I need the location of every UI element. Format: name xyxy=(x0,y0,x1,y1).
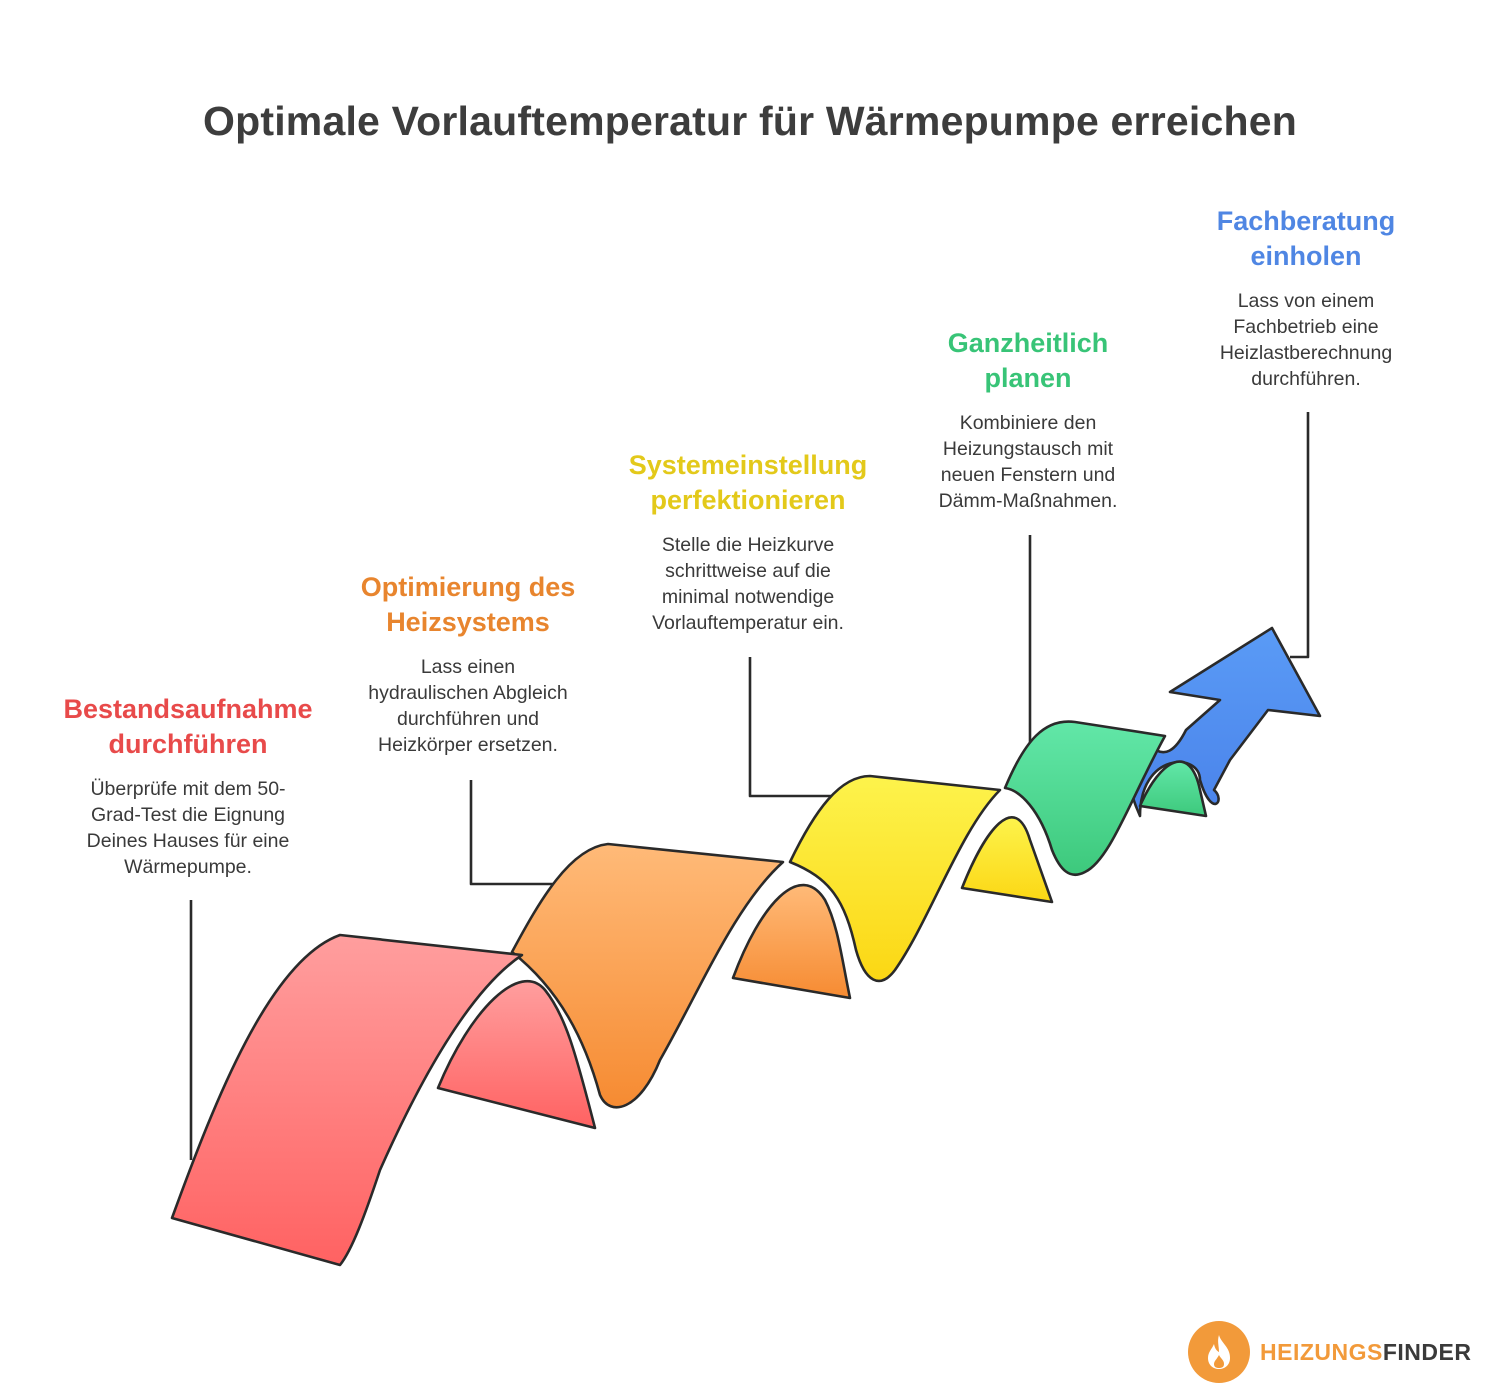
step-3-description: Stelle die Heizkurve schrittweise auf di… xyxy=(652,534,844,634)
step-1-tail xyxy=(436,979,597,1130)
step-3-ribbon xyxy=(788,774,1002,983)
step-5-description: Lass von einem Fachbetrieb eine Heizlast… xyxy=(1219,290,1393,390)
step-3-title: Systemeinstellung perfektionieren xyxy=(628,450,868,515)
flame-icon xyxy=(1188,1321,1250,1383)
step-1-ribbon xyxy=(170,933,524,1267)
step-3-tail xyxy=(960,816,1054,904)
connector-line-2 xyxy=(469,780,560,886)
step-1-description: Überprüfe mit dem 50- Grad-Test die Eign… xyxy=(86,778,290,878)
step-4-title: Ganzheitlich planen xyxy=(947,328,1109,393)
step-1-title: Bestandsaufnahme durchführen xyxy=(63,694,313,759)
connector-line-3 xyxy=(748,657,832,798)
step-4-tail xyxy=(1138,760,1208,818)
connector-line-5 xyxy=(1290,412,1310,659)
step-4-ribbon xyxy=(1003,720,1167,877)
step-2-description: Lass einen hydraulischen Abgleich durchf… xyxy=(368,656,568,756)
logo-text-part2: FINDER xyxy=(1382,1338,1472,1365)
step-5-title: Fachberatung einholen xyxy=(1216,206,1396,271)
step-2: Optimierung des Heizsystems Lass einen h… xyxy=(318,570,618,758)
page-title: Optimale Vorlauftemperatur für Wärmepump… xyxy=(203,98,1297,144)
step-2-title: Optimierung des Heizsystems xyxy=(360,572,576,637)
step-2-tail xyxy=(731,883,852,1000)
step-4-description: Kombiniere den Heizungstausch mit neuen … xyxy=(938,412,1118,512)
heizungsfinder-logo: HEIZUNGSFINDER xyxy=(1188,1320,1471,1384)
step-1: Bestandsaufnahme durchführen Überprüfe m… xyxy=(38,692,338,880)
step-3: Systemeinstellung perfektionieren Stelle… xyxy=(598,448,898,636)
logo-text-part1: HEIZUNGS xyxy=(1260,1338,1383,1365)
step-5: Fachberatung einholen Lass von einem Fac… xyxy=(1156,204,1456,392)
step-4: Ganzheitlich planen Kombiniere den Heizu… xyxy=(878,326,1178,514)
step-2-ribbon xyxy=(510,842,785,1109)
